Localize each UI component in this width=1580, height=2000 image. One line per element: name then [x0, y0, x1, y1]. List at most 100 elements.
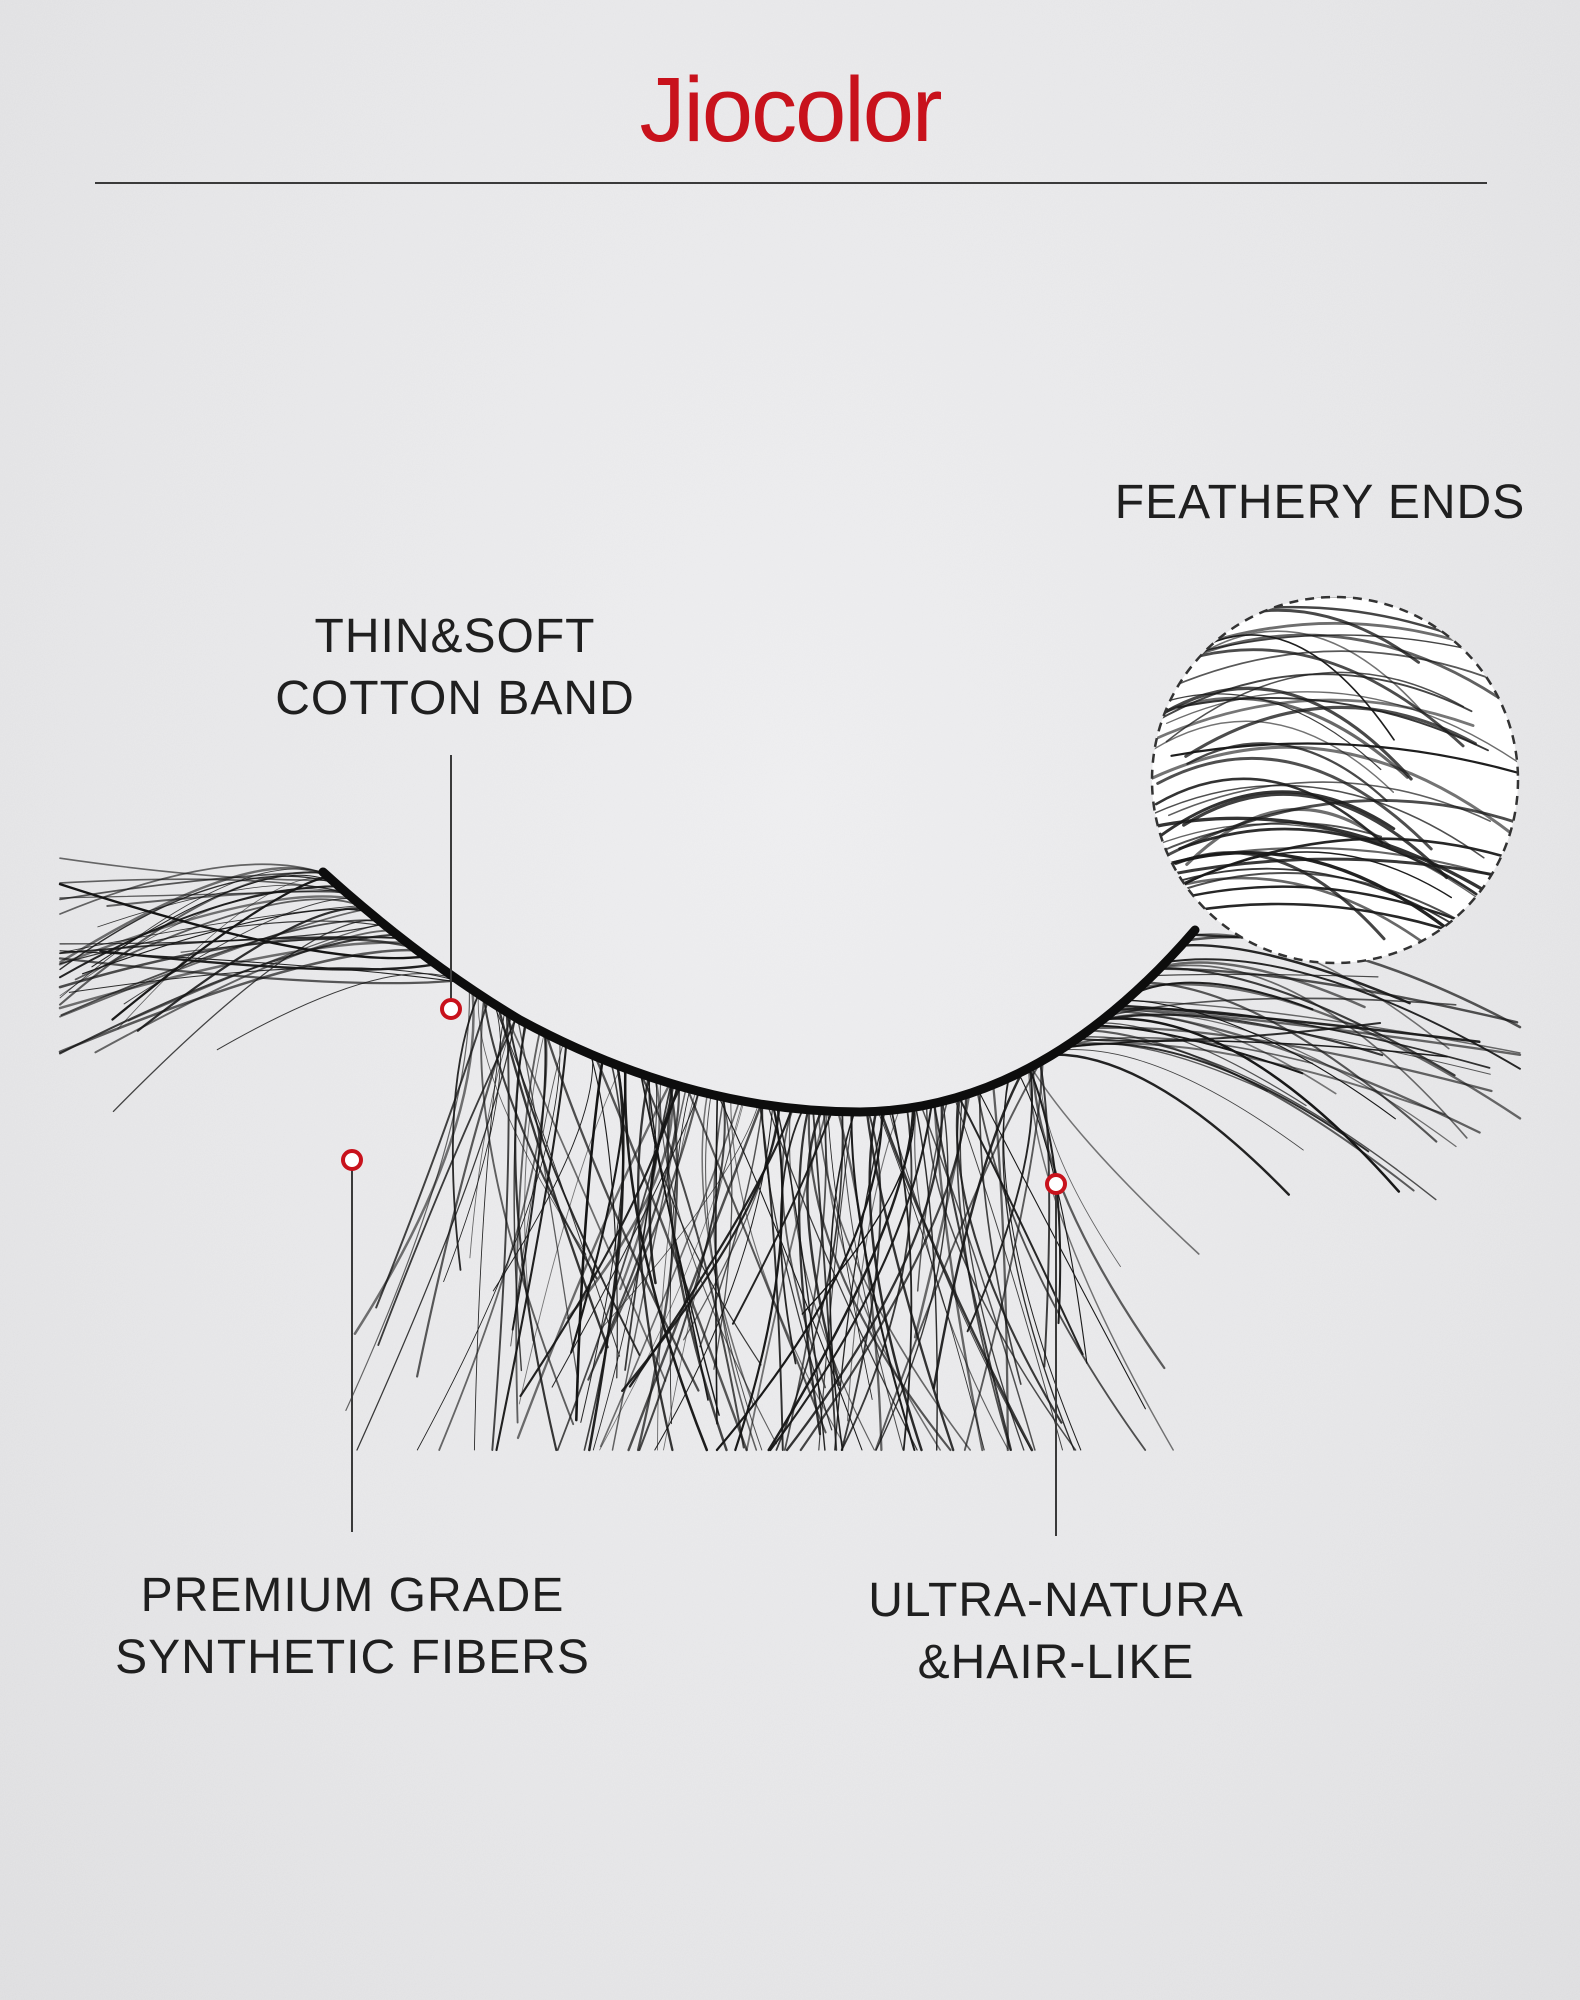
- lash-fiber: [491, 1010, 510, 1451]
- lash-fiber: [956, 1095, 1012, 1451]
- lash-fiber: [599, 1090, 700, 1354]
- lash-fiber: [1062, 1042, 1446, 1116]
- lash-fiber: [874, 1060, 1042, 1451]
- lash-fiber: [480, 996, 575, 1426]
- lash-fiber: [587, 1084, 681, 1381]
- magnified-lash-fiber: [1152, 698, 1475, 748]
- magnified-lash-tips-circle: [1150, 595, 1520, 965]
- lash-fiber: [663, 1100, 744, 1451]
- lash-fiber: [806, 1109, 841, 1387]
- lash-fiber: [932, 1069, 1025, 1390]
- lash-fiber: [91, 874, 338, 968]
- lash-fiber: [495, 1042, 568, 1452]
- lash-fiber: [59, 868, 324, 999]
- magnified-lash-fiber: [1152, 784, 1485, 859]
- lash-fiber: [769, 1102, 933, 1452]
- lash-fiber: [1030, 1066, 1200, 1255]
- lash-fiber: [840, 1107, 913, 1451]
- lash-fiber: [829, 1111, 856, 1451]
- lash-fiber: [1164, 958, 1521, 1070]
- lash-fiber: [1031, 1064, 1166, 1370]
- synthetic-fibers-line-1: PREMIUM GRADE: [140, 1569, 565, 1622]
- lash-fiber: [686, 1087, 827, 1434]
- lash-fiber: [807, 1108, 952, 1452]
- lash-fiber: [443, 1004, 502, 1283]
- lash-fiber: [647, 1075, 720, 1416]
- callout-dot-icon: [341, 1149, 363, 1171]
- lash-fiber: [590, 1053, 618, 1379]
- lash-fiber: [916, 1099, 949, 1292]
- lash-fiber: [216, 973, 460, 1051]
- lash-fiber: [834, 1110, 886, 1451]
- lash-fiber: [1062, 1042, 1370, 1153]
- lash-fiber: [1038, 1061, 1051, 1368]
- lash-fiber: [515, 1029, 541, 1424]
- magnified-lash-fiber: [1156, 650, 1517, 694]
- lash-fiber: [416, 1039, 561, 1451]
- magnified-lash-fiber: [1182, 792, 1449, 880]
- magnified-lash-fiber: [1177, 851, 1453, 899]
- lash-fiber: [477, 993, 587, 1255]
- magnified-lash-fiber: [1186, 742, 1388, 802]
- lash-fiber: [731, 1110, 833, 1325]
- lash-fiber: [1113, 1007, 1491, 1069]
- lash-fiber: [627, 1102, 763, 1452]
- magnified-lash-fiber: [1183, 630, 1421, 711]
- brand-logo: Jiocolor: [639, 59, 942, 161]
- lash-fiber: [868, 1110, 923, 1452]
- lash-fiber: [111, 875, 330, 1021]
- lash-fiber: [966, 1066, 1033, 1333]
- lash-fiber: [1100, 1013, 1384, 1057]
- lash-fiber: [611, 1087, 687, 1451]
- magnified-lash-fiber: [1152, 799, 1518, 867]
- lash-fiber: [914, 1106, 1009, 1450]
- lash-fiber: [506, 1011, 641, 1356]
- lash-fiber: [127, 922, 384, 1022]
- lash-fiber: [58, 882, 427, 960]
- lash-fiber: [503, 1009, 667, 1382]
- lash-fiber: [599, 1100, 745, 1451]
- magnified-lash-fiber: [1154, 777, 1384, 845]
- lash-fiber: [1097, 1022, 1307, 1107]
- lash-fiber: [840, 1110, 882, 1451]
- lash-fiber: [518, 1066, 622, 1405]
- lash-fiber: [913, 1092, 971, 1339]
- lash-fiber: [59, 875, 337, 971]
- lash-fiber: [957, 1095, 1084, 1356]
- lash-fiber: [592, 1078, 658, 1451]
- lash-fiber: [513, 1021, 526, 1372]
- lash-fiber: [669, 1088, 691, 1425]
- lash-fiber: [1125, 999, 1396, 1120]
- lash-fiber: [345, 987, 471, 1411]
- magnified-lash-fiber: [1152, 823, 1511, 924]
- lash-fiber: [59, 878, 347, 894]
- lash-fiber: [353, 988, 475, 1335]
- magnified-lash-fiber: [1166, 691, 1518, 772]
- lash-fiber: [888, 1109, 1032, 1451]
- magnified-lash-fiber: [1152, 693, 1382, 771]
- synthetic-fibers-label: PREMIUM GRADE SYNTHETIC FIBERS: [100, 1565, 605, 1689]
- hair-like-label: ULTRA-NATURA &HAIR-LIKE: [826, 1570, 1286, 1694]
- magnified-lash-fiber: [1177, 697, 1489, 752]
- lash-fiber: [1090, 1026, 1493, 1093]
- lash-fiber: [492, 1054, 594, 1292]
- lash-fiber: [112, 919, 381, 1113]
- lash-fiber: [779, 1108, 804, 1365]
- lash-fiber: [715, 1110, 884, 1452]
- lash-fiber: [827, 1110, 873, 1400]
- magnified-lash-fiber: [1168, 781, 1491, 822]
- hair-like-line-1: ULTRA-NATURA: [868, 1574, 1244, 1627]
- lash-fiber: [628, 1107, 794, 1388]
- lash-fiber: [377, 1017, 518, 1346]
- lash-fiber: [666, 1082, 728, 1452]
- lash-fiber: [1087, 1029, 1415, 1192]
- synthetic-fibers-line-2: SYNTHETIC FIBERS: [115, 1631, 590, 1684]
- lash-fiber: [58, 933, 398, 1055]
- lash-fiber: [482, 996, 598, 1280]
- feathery-ends-label: FEATHERY ENDS: [1100, 472, 1540, 534]
- magnified-lash-fiber: [1152, 673, 1473, 731]
- lash-fiber: [68, 967, 462, 993]
- lash-fiber: [932, 1102, 1013, 1452]
